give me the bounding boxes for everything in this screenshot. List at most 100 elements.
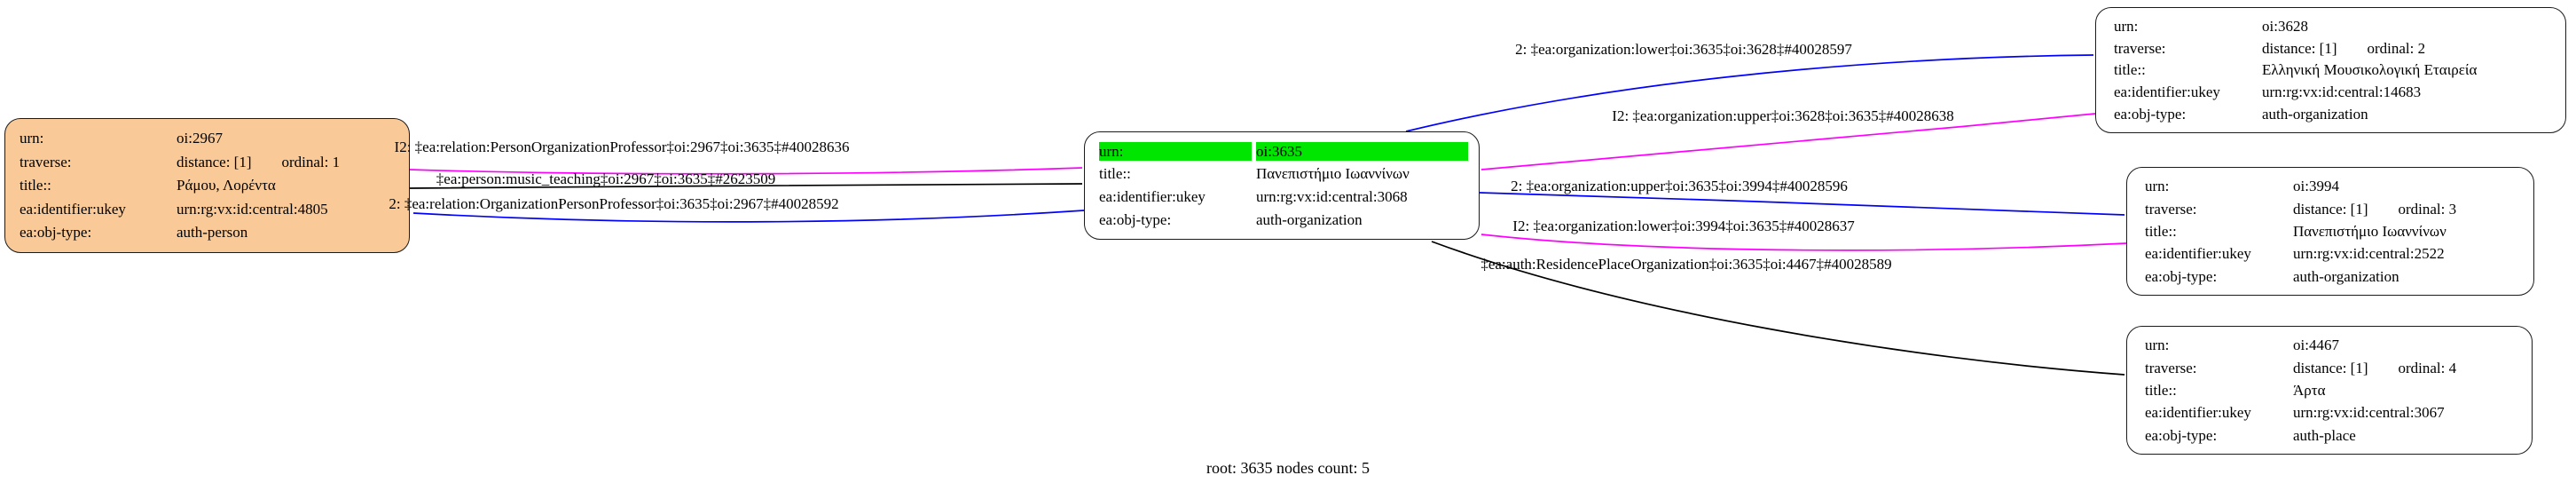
traverse-distance: distance: [1] [2293, 200, 2368, 218]
node-rows: urn: oi:3635 title:: Πανεπιστήμιο Ιωαννί… [1085, 132, 1479, 239]
attr-value: oi:4467 [2293, 337, 2339, 354]
attr-row-objtype: ea:obj-type: auth-place [2145, 426, 2521, 445]
attr-row-ukey: ea:identifier:ukey urn:rg:vx:id:central:… [2114, 83, 2555, 101]
node-rows: urn: oi:3994 traverse: distance: [1] ordi… [2127, 168, 2533, 295]
attr-row-ukey: ea:identifier:ukey urn:rg:vx:id:central:… [2145, 244, 2523, 263]
attr-row-traverse: traverse: distance: [1] ordinal: 4 [2145, 359, 2521, 377]
edge-label-person-organization-professor: I2: ‡ea:relation:PersonOrganizationProfe… [394, 139, 850, 155]
attr-key: urn: [2145, 337, 2170, 354]
edge-label-organization-upper-3628: I2: ‡ea:organization:upper‡oi:3628‡oi:36… [1612, 107, 1954, 124]
attr-value: distance: [1] ordinal: 4 [2293, 359, 2521, 377]
attr-row-ukey: ea:identifier:ukey urn:rg:vx:id:central:… [1099, 187, 1468, 206]
attr-value: urn:rg:vx:id:central:3068 [1256, 188, 1408, 206]
attr-row-objtype: ea:obj-type: auth-organization [2145, 267, 2523, 286]
traverse-distance: distance: [1] [2293, 359, 2368, 376]
attr-value: urn:rg:vx:id:central:14683 [2262, 83, 2422, 101]
attr-row-title: title:: Ελληνική Μουσικολογική Εταιρεία [2114, 60, 2555, 79]
attr-row-traverse: traverse: distance: [1]ordinal: 2 [2114, 39, 2555, 58]
attr-key: ea:identifier:ukey [1099, 188, 1206, 206]
attr-value: distance: [1]ordinal: 2 [2262, 39, 2555, 58]
attr-key: traverse: [20, 153, 72, 170]
edge-residence-place-organization [1431, 241, 2125, 376]
traverse-distance: distance: [1] [2262, 39, 2337, 57]
attr-key: title:: [2145, 381, 2177, 399]
attr-row-ukey: ea:identifier:ukey urn:rg:vx:id:central:… [20, 200, 398, 218]
attr-value: Άρτα [2293, 381, 2326, 399]
attr-key: title:: [20, 177, 51, 194]
attr-key: ea:obj-type: [2145, 426, 2218, 444]
node-auth-place-4467[interactable]: urn: oi:4467 traverse: distance: [1] ordi… [2126, 326, 2533, 455]
traverse-ordinal: ordinal: 1 [281, 153, 341, 170]
attr-value: distance: [1] ordinal: 3 [2293, 200, 2523, 218]
attr-value: oi:3994 [2293, 178, 2339, 195]
attr-key: ea:obj-type: [2145, 267, 2218, 285]
traverse-ordinal: ordinal: 4 [2398, 359, 2457, 376]
attr-value: auth-organization [2293, 267, 2399, 285]
edge-organization-lower-3628 [1405, 54, 2094, 132]
node-auth-organization-3628[interactable]: urn: oi:3628 traverse: distance: [1]ordi… [2095, 7, 2566, 133]
attr-key: ea:obj-type: [1099, 211, 1172, 229]
node-rows: urn: oi:3628 traverse: distance: [1]ordi… [2096, 8, 2565, 132]
attr-value: auth-place [2293, 426, 2356, 444]
attr-key: title:: [1099, 165, 1131, 183]
attr-value: oi:3635 [1256, 141, 1468, 161]
edge-label-residence-place-organization: ‡ea:auth:ResidencePlaceOrganization‡oi:3… [1480, 256, 1892, 273]
attr-value: urn:rg:vx:id:central:3067 [2293, 404, 2445, 422]
attr-row-urn: urn: oi:3994 [2145, 177, 2523, 195]
attr-value: oi:3628 [2262, 17, 2308, 35]
attr-value: Πανεπιστήμιο Ιωαννίνων [2293, 222, 2446, 240]
graph-footer-caption: root: 3635 nodes count: 5 [1206, 459, 1370, 477]
edge-label-organization-person-professor: 2: ‡ea:relation:OrganizationPersonProfes… [389, 195, 839, 212]
attr-row-title: title:: Άρτα [2145, 381, 2521, 400]
edge-organization-lower-3994 [1480, 234, 2127, 251]
attr-key: urn: [20, 130, 44, 147]
attr-value: Ελληνική Μουσικολογική Εταιρεία [2262, 61, 2478, 79]
attr-key: ea:identifier:ukey [2114, 83, 2220, 101]
attr-row-title: title:: Πανεπιστήμιο Ιωαννίνων [2145, 222, 2523, 241]
attr-value: urn:rg:vx:id:central:4805 [177, 200, 328, 218]
attr-row-urn: urn: oi:3628 [2114, 17, 2555, 36]
node-rows: urn: oi:2967 traverse: distance: [1] ordi… [5, 119, 409, 252]
attr-row-title: title:: Πανεπιστήμιο Ιωαννίνων [1099, 164, 1468, 183]
attr-key: ea:identifier:ukey [2145, 245, 2251, 263]
attr-key: urn: [2145, 178, 2170, 195]
attr-key: traverse: [2114, 39, 2166, 57]
attr-key: ea:obj-type: [20, 224, 92, 242]
node-rows: urn: oi:4467 traverse: distance: [1] ordi… [2127, 327, 2532, 454]
attr-row-traverse: traverse: distance: [1] ordinal: 3 [2145, 200, 2523, 218]
attr-value: auth-organization [2262, 106, 2368, 123]
attr-value: Ράμου, Λορέντα [177, 177, 276, 194]
attr-key: urn: [2114, 17, 2139, 35]
attr-key: traverse: [2145, 200, 2197, 218]
attr-key: ea:identifier:ukey [2145, 404, 2251, 422]
attr-value: distance: [1] ordinal: 1 [177, 153, 398, 171]
attr-key: traverse: [2145, 359, 2197, 376]
attr-row-urn: urn: oi:2967 [20, 129, 398, 147]
attr-row-urn-highlighted: urn: oi:3635 [1099, 141, 1468, 161]
attr-key: title:: [2114, 61, 2146, 79]
edge-label-organization-upper-3994: 2: ‡ea:organization:upper‡oi:3635‡oi:399… [1511, 178, 1848, 194]
node-auth-person-2967[interactable]: urn: oi:2967 traverse: distance: [1] ordi… [4, 118, 410, 253]
edge-organization-upper-3628 [1480, 113, 2096, 170]
attr-row-objtype: ea:obj-type: auth-person [20, 223, 398, 242]
node-auth-organization-3994[interactable]: urn: oi:3994 traverse: distance: [1] ordi… [2126, 167, 2534, 296]
edge-organization-upper-3994 [1479, 192, 2125, 216]
edge-organization-person-professor [412, 210, 1085, 223]
edge-label-music-teaching: ‡ea:person:music_teaching‡oi:2967‡oi:363… [436, 170, 776, 187]
traverse-ordinal: ordinal: 3 [2398, 200, 2457, 218]
attr-value: urn:rg:vx:id:central:2522 [2293, 245, 2445, 263]
attr-row-objtype: ea:obj-type: auth-organization [1099, 210, 1468, 229]
attr-key: urn: [1099, 141, 1252, 161]
attr-key: ea:identifier:ukey [20, 200, 126, 218]
edge-music-teaching [409, 183, 1083, 189]
attr-value: oi:2967 [177, 130, 223, 147]
attr-row-title: title:: Ράμου, Λορέντα [20, 176, 398, 194]
node-auth-organization-3635-root[interactable]: urn: oi:3635 title:: Πανεπιστήμιο Ιωαννί… [1084, 131, 1480, 240]
edge-person-organization-professor [409, 167, 1083, 175]
edge-label-organization-lower-3628: 2: ‡ea:organization:lower‡oi:3635‡oi:362… [1515, 41, 1852, 58]
attr-value: Πανεπιστήμιο Ιωαννίνων [1256, 165, 1410, 183]
attr-value: auth-person [177, 224, 248, 242]
traverse-distance: distance: [1] [177, 153, 252, 170]
